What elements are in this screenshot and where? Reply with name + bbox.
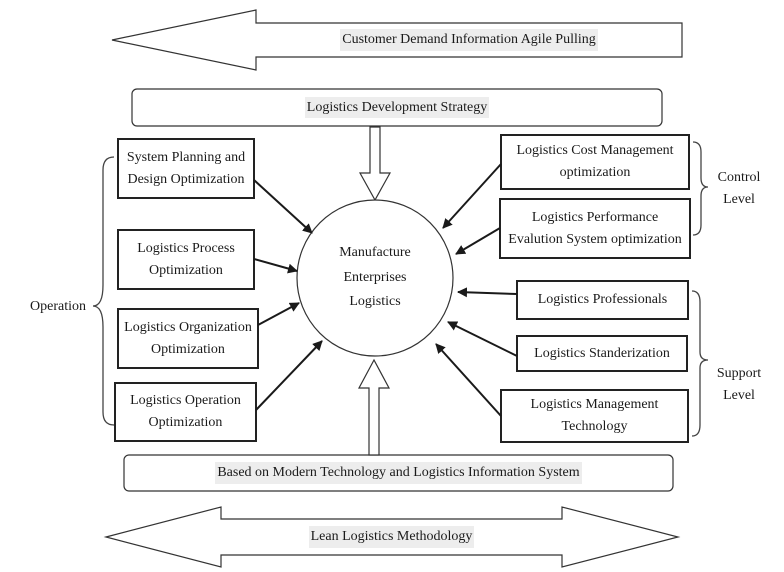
center-circle: [296, 199, 454, 357]
right-box-4-label: Logistics Standerization: [534, 345, 670, 361]
right-box-3-label: Logistics Professionals: [537, 292, 668, 308]
center-label: Manufacture Enterprises Logistics: [339, 245, 411, 310]
bottom-arrow-label: Lean Logistics Methodology: [221, 519, 562, 555]
strategy-down-arrow: [358, 126, 392, 202]
left-box-4: [114, 382, 257, 442]
support-brace: [691, 290, 709, 437]
strategy-label: Logistics Development Strategy: [132, 89, 662, 126]
left-box-3: [117, 308, 259, 369]
right-box-1: [500, 134, 690, 190]
operation-label: Operation: [30, 299, 86, 315]
foundation-up-arrow: [357, 358, 391, 456]
right-box-2: [499, 198, 691, 259]
foundation-label: Based on Modern Technology and Logistics…: [124, 455, 673, 491]
top-arrow-label: Customer Demand Information Agile Pullin…: [256, 23, 682, 57]
right-box-4: [516, 335, 688, 372]
operation-brace: [92, 156, 115, 426]
connector-arrows: [253, 163, 518, 417]
control-brace: [692, 141, 709, 236]
right-box-3: [516, 280, 689, 320]
left-box-1: [117, 138, 255, 199]
